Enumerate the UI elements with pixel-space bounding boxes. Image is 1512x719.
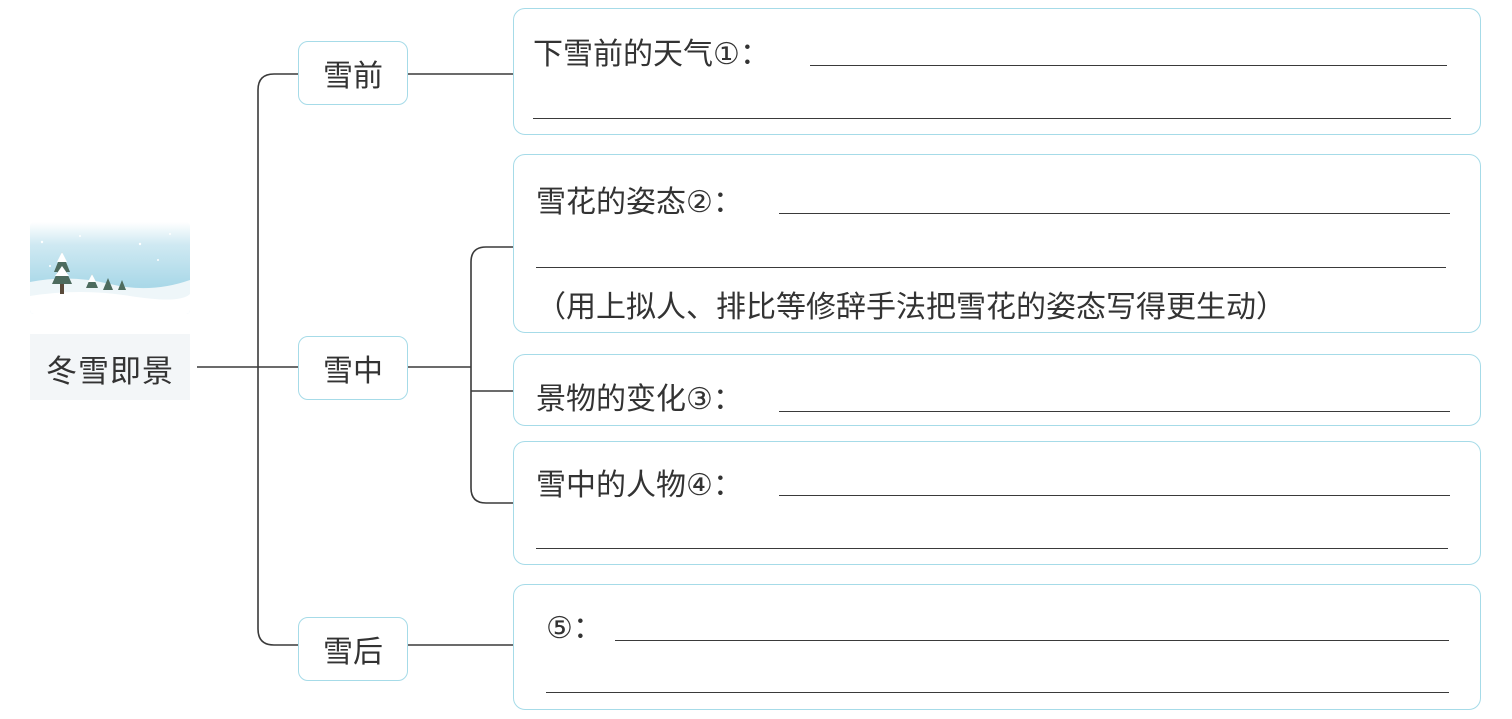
hint-rhetoric: （用上拟人、排比等修辞手法把雪花的姿态写得更生动） [536, 282, 1286, 326]
answer-line-1b[interactable] [533, 118, 1451, 119]
answer-line-3a[interactable] [779, 411, 1450, 412]
answer-line-1a[interactable] [810, 65, 1447, 66]
stage-during-snow: 雪中 [298, 336, 408, 400]
answer-line-2a[interactable] [779, 213, 1450, 214]
prompt-people-in-snow: 雪中的人物④： [536, 460, 743, 504]
prompt-scenery-change: 景物的变化③： [536, 374, 743, 418]
stage-after-snow: 雪后 [298, 617, 408, 681]
answer-line-4b[interactable] [536, 548, 1448, 549]
root-title: 冬雪即景 [30, 346, 190, 391]
snowy-landscape-image [30, 222, 190, 314]
prompt-snowflake-posture: 雪花的姿态②： [536, 177, 743, 221]
answer-line-5a[interactable] [615, 640, 1449, 641]
answer-line-2b[interactable] [536, 267, 1446, 268]
stage-before-snow: 雪前 [298, 41, 408, 105]
answer-line-4a[interactable] [779, 495, 1450, 496]
answer-line-5b[interactable] [546, 692, 1449, 693]
prompt-after-snow: ⑤： [546, 603, 603, 647]
prompt-weather-before-snow: 下雪前的天气①： [533, 29, 770, 73]
